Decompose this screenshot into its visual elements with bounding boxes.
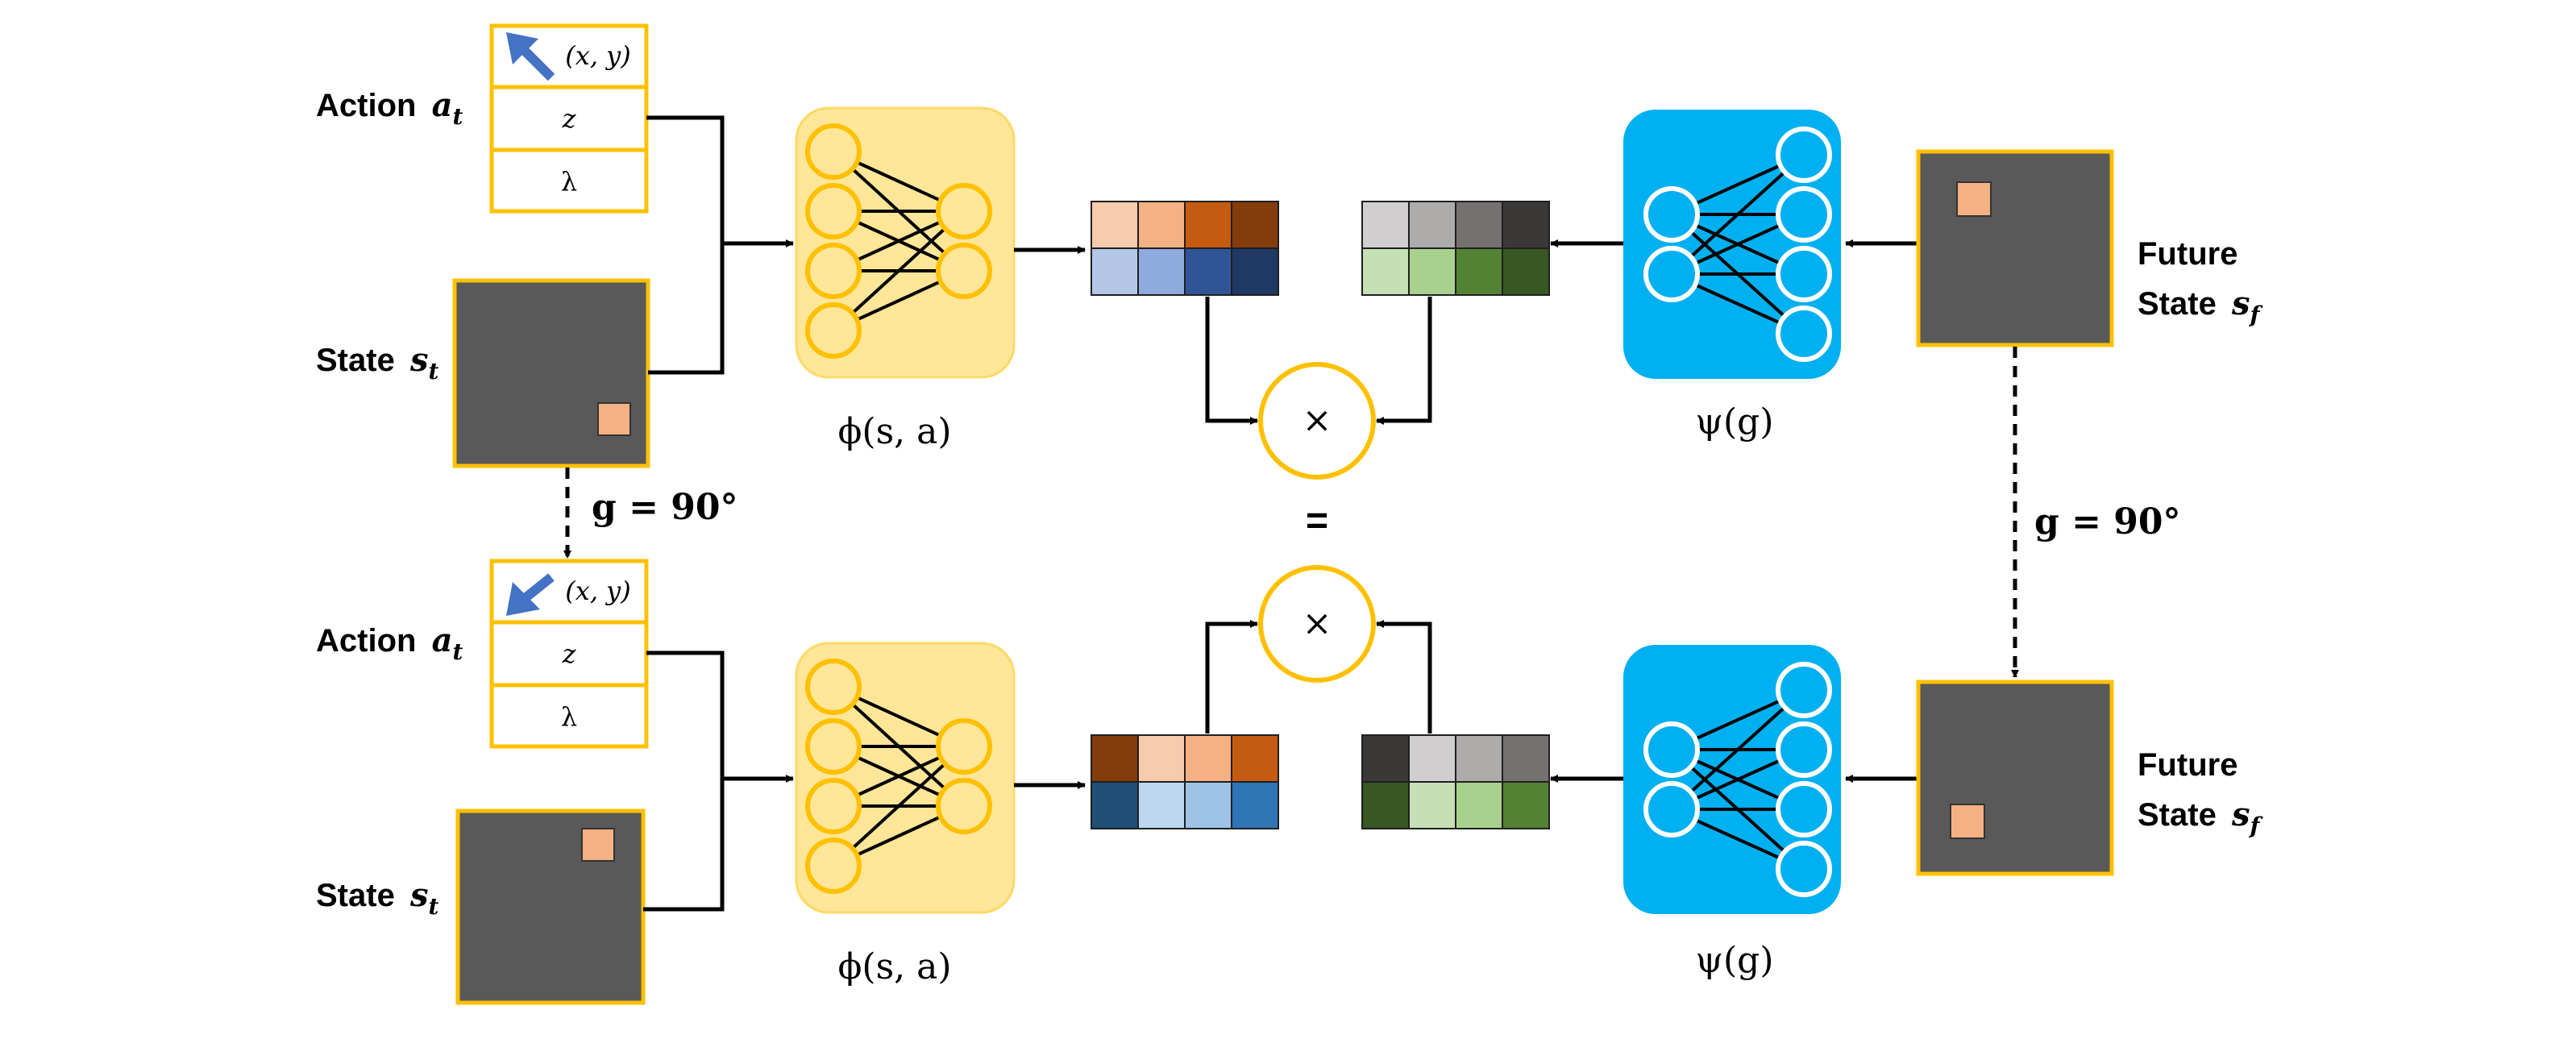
top-phi-label: ϕ(s, a) [837,411,951,452]
top-action-z: z [562,103,577,134]
top-psi-embedding [1361,201,1550,296]
embedding-cell [1502,781,1550,829]
embedding-cell [1408,781,1456,829]
top-action-xy: (x, y) [565,40,630,71]
top-future-state-image [1916,149,2114,347]
svg-text:×: × [1303,603,1332,644]
bottom-action-z: z [562,638,577,669]
bottom-state-label: State st [316,876,438,920]
top-phi-embedding [1091,201,1279,296]
embedding-cell [1408,201,1456,249]
embedding-cell [1361,781,1410,829]
embedding-cell [1361,734,1410,783]
embedding-cell [1184,201,1232,249]
embedding-cell [1455,201,1503,249]
top-psi-label: ψ(g) [1695,401,1773,443]
bottom-psi-label: ψ(g) [1695,940,1773,981]
arrow-down-left-icon [506,573,555,616]
bottom-action-lambda: λ [561,701,577,732]
bottom-state-image [455,808,646,1005]
top-multiply-node: × [1258,362,1376,480]
top-state-image [452,278,650,468]
bottom-action-label: Action at [316,621,463,665]
embedding-cell [1231,781,1279,829]
embedding-cell [1091,247,1139,296]
embedding-cell [1408,247,1456,296]
embedding-cell [1455,247,1503,296]
equals-sign: = [1306,500,1328,542]
embedding-cell [1502,201,1550,249]
embedding-cell [1137,201,1186,249]
bottom-multiply-node: × [1258,565,1376,683]
embedding-cell [1137,247,1186,296]
left-transform-label: g = 90° [592,487,738,528]
embedding-cell [1184,734,1232,783]
embedding-cell [1231,734,1279,783]
embedding-cell [1184,247,1232,296]
embedding-cell [1137,781,1186,829]
top-state-label: State st [316,341,438,384]
top-future-label-line2: State sf [2138,285,2263,328]
top-action-lambda: λ [561,166,577,197]
bottom-action-table: (x, y) z λ [489,559,649,749]
embedding-cell [1091,781,1139,829]
bottom-phi-network [795,642,1016,914]
embedding-cell [1137,734,1186,783]
top-future-label-line1: Future [2138,236,2237,272]
bottom-phi-label: ϕ(s, a) [837,946,951,987]
embedding-cell [1091,734,1139,783]
embedding-cell [1184,781,1232,829]
svg-text:×: × [1303,400,1332,441]
top-action-table: (x, y) z λ [489,23,649,214]
top-phi-network [795,106,1016,379]
right-transform-label: g = 90° [2034,501,2181,542]
bottom-phi-embedding [1091,734,1279,829]
arrow-up-left-icon [506,32,555,81]
embedding-cell [1231,247,1279,296]
bottom-action-xy: (x, y) [565,576,630,606]
bottom-psi-embedding [1361,734,1550,829]
embedding-cell [1455,734,1503,783]
bottom-psi-network [1623,645,1841,914]
bottom-future-state-image [1916,680,2114,876]
embedding-cell [1091,201,1139,249]
embedding-cell [1231,201,1279,249]
embedding-cell [1361,201,1410,249]
embedding-cell [1408,734,1456,783]
bottom-future-label-line1: Future [2138,747,2237,783]
top-action-label: Action at [316,86,463,130]
bottom-future-label-line2: State sf [2138,796,2263,839]
embedding-cell [1502,247,1550,296]
embedding-cell [1361,247,1410,296]
embedding-cell [1502,734,1550,783]
top-psi-network [1623,110,1841,379]
embedding-cell [1455,781,1503,829]
